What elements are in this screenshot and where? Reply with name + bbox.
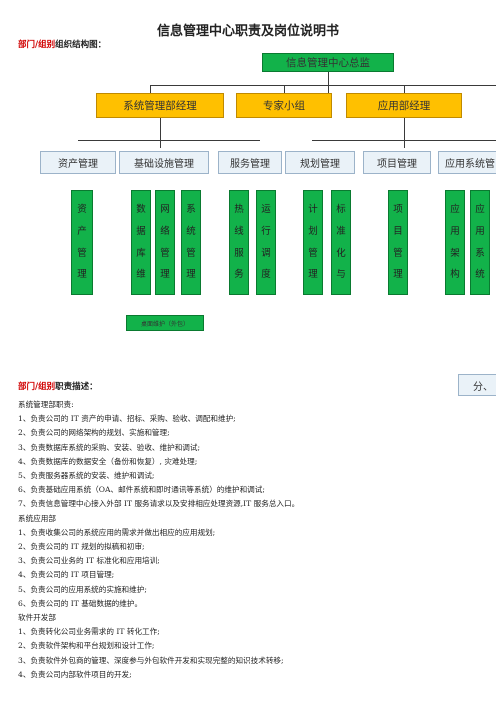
duty-line: 2、负责软件架构和平台规划和设计工作; <box>18 641 155 651</box>
org-leaf-application-architecture: 应用架构 <box>445 190 465 295</box>
org-node-project-management: 项目管理 <box>363 151 431 174</box>
duty-line: 软件开发部 <box>18 613 56 623</box>
duty-line: 3、负责软件外包商的管理、深度参与外包软件开发和实现完整的知识技术转移; <box>18 655 284 665</box>
section-label-suffix: 组织结构图： <box>55 40 107 50</box>
section-label-suffix: 职责描述： <box>55 382 98 392</box>
connector-line <box>328 71 329 93</box>
duty-line: 1、负责公司的 IT 资产的申请、招标、采购、验收、调配和维护; <box>18 414 236 424</box>
org-node-application-system: 应用系统管 <box>438 151 496 174</box>
section-label-prefix: 部门/组别 <box>18 382 56 392</box>
org-leaf-database-maintenance: 数据库维 <box>131 190 151 295</box>
org-node-director: 信息管理中心总监 <box>262 53 394 72</box>
org-leaf-operations-dispatch: 运行调度 <box>256 190 276 295</box>
connector-line <box>404 118 405 148</box>
duty-line: 3、负责数据库系统的采购、安装、验收、维护和调试; <box>18 442 201 452</box>
duty-line: 3、负责公司业务的 IT 标准化和应用培训; <box>18 556 160 566</box>
org-node-desktop-outsource: 桌面维护（外包） <box>126 315 204 331</box>
org-leaf-standardization: 标准化与 <box>331 190 351 295</box>
org-leaf-plan-management: 计划管理 <box>303 190 323 295</box>
org-leaf-network-management: 网络管理 <box>155 190 175 295</box>
duty-line: 2、负责公司的 IT 规划的拟稿和初审; <box>18 542 145 552</box>
duty-line: 5、负责服务器系统的安装、维护和调试; <box>18 471 155 481</box>
org-leaf-project-management: 项目管理 <box>388 190 408 295</box>
org-node-application-manager: 应用部经理 <box>346 93 462 118</box>
org-leaf-hotline-service: 热线服务 <box>229 190 249 295</box>
connector-line <box>404 85 405 93</box>
duty-line: 4、负责数据库的数据安全（备份和恢复）, 灾难处理; <box>18 456 198 466</box>
connector-line <box>312 140 496 141</box>
org-leaf-application-system: 应用系统 <box>470 190 490 295</box>
org-node-planning-management: 规划管理 <box>285 151 355 174</box>
duty-line: 6、负责基础应用系统（OA、邮件系统和即时通讯等系统）的维护和调试; <box>18 485 265 495</box>
org-leaf-system-management: 系统管理 <box>181 190 201 295</box>
duty-section-label: 部门/组别职责描述： <box>18 380 98 392</box>
connector-line <box>78 140 260 141</box>
duty-line: 系统管理部职责: <box>18 400 74 409</box>
duty-line: 2、负责公司的网络架构的规划、实施和管理; <box>18 428 170 438</box>
connector-line <box>160 118 161 148</box>
duty-line: 1、负责转化公司业务需求的 IT 转化工作; <box>18 627 160 637</box>
org-node-infrastructure-management: 基础设施管理 <box>119 151 209 174</box>
org-node-service-management: 服务管理 <box>218 151 282 174</box>
connector-line <box>284 85 285 93</box>
duty-list: 系统管理部职责: 1、负责公司的 IT 资产的申请、招标、采购、验收、调配和维护… <box>18 398 488 682</box>
org-node-asset-management: 资产管理 <box>40 151 116 174</box>
section-label-prefix: 部门/组别 <box>18 40 56 50</box>
connector-line <box>150 85 496 86</box>
org-leaf-asset-management: 资产管理 <box>71 190 93 295</box>
page-title: 信息管理中心职责及岗位说明书 <box>156 24 339 39</box>
duty-line: 6、负责公司的 IT 基础数据的维护。 <box>18 598 143 608</box>
duty-line: 4、负责公司内部软件项目的开发; <box>18 669 132 679</box>
duty-line: 4、负责公司的 IT 项目管理; <box>18 570 115 580</box>
duty-line: 系统应用部 <box>18 513 56 523</box>
org-node-expert-group: 专家小组 <box>236 93 332 118</box>
org-node-partial: 分、 <box>458 374 496 396</box>
org-chart-section-label: 部门/组别组织结构图： <box>18 38 106 50</box>
duty-line: 5、负责公司的应用系统的实施和维护; <box>18 584 147 594</box>
duty-line: 1、负责收集公司的系统应用的需求并做出相应的应用规划; <box>18 527 216 537</box>
org-node-system-manager: 系统管理部经理 <box>96 93 224 118</box>
connector-line <box>150 85 151 93</box>
duty-line: 7、负责信息管理中心接入外部 IT 服务请求以及安排相应处理资源,IT 服务总入… <box>18 499 300 509</box>
